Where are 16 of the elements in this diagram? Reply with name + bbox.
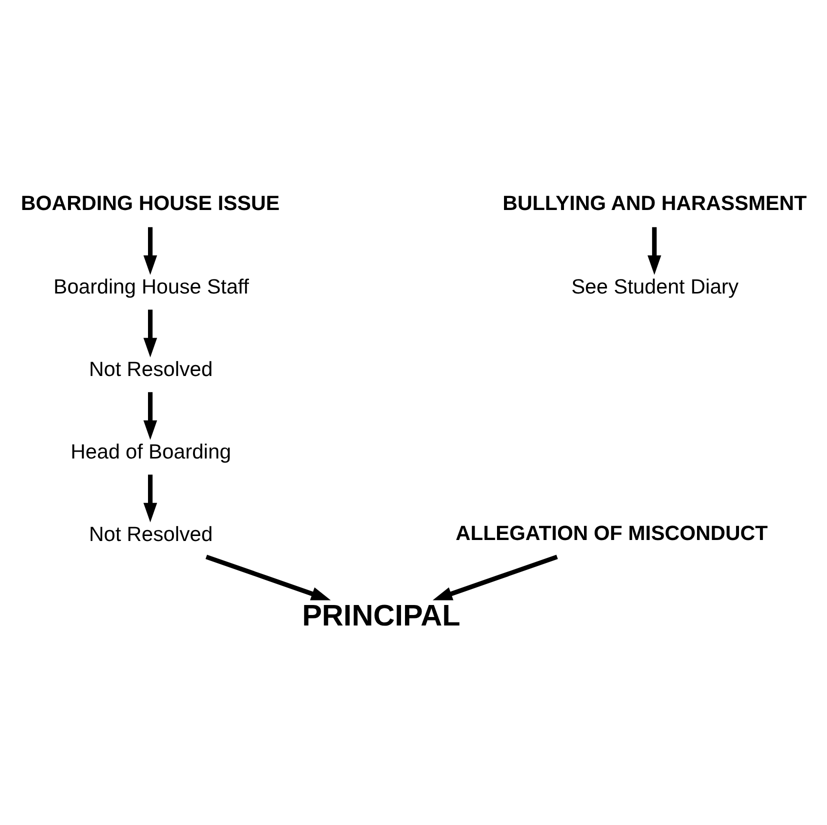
arrow — [432, 554, 558, 600]
node-text: PRINCIPAL — [302, 598, 460, 632]
arrow — [648, 226, 662, 274]
node-text: Not Resolved — [88, 522, 213, 546]
arrow — [143, 392, 158, 440]
node-text: Head of Boarding — [70, 440, 232, 464]
node-text: Not Resolved — [88, 358, 213, 381]
arrow — [143, 226, 158, 274]
arrow — [143, 474, 158, 522]
node-text: Boarding House Staff — [53, 275, 250, 298]
node-text: BOARDING HOUSE ISSUE — [20, 192, 280, 215]
arrow — [143, 309, 158, 357]
node-text: See Student Diary — [571, 275, 739, 298]
arrow — [206, 554, 331, 600]
node-text: BULLYING AND HARASSMENT — [502, 192, 807, 215]
node-text: ALLEGATION OF MISCONDUCT — [456, 522, 768, 545]
